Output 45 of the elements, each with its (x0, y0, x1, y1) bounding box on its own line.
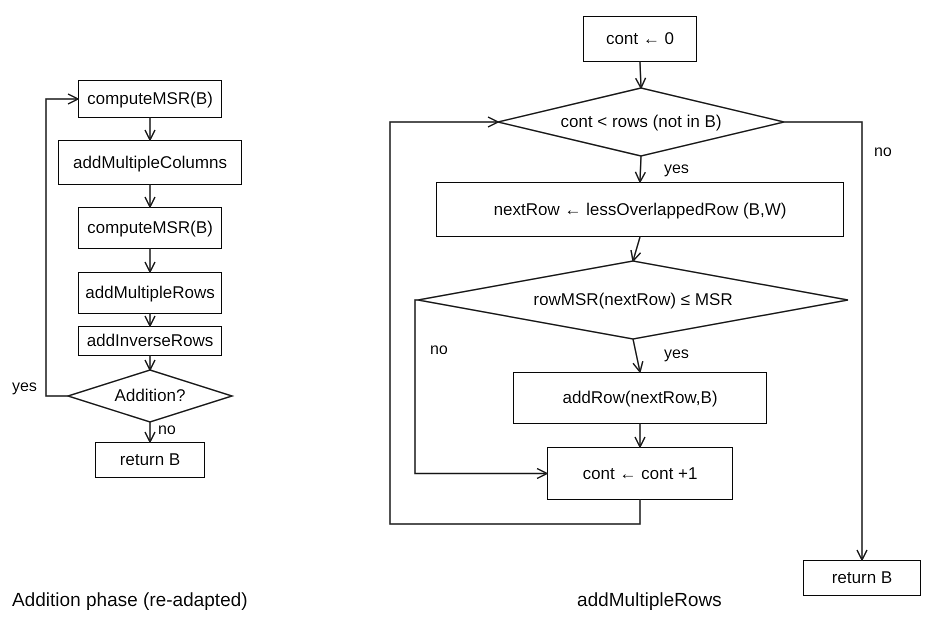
arrow (144, 118, 156, 141)
process-box (547, 447, 733, 500)
node-label: return B (120, 450, 180, 470)
node-label: Addition? (114, 386, 186, 406)
decision-diamond (68, 370, 232, 422)
process-box (583, 16, 697, 62)
node-label: addMultipleColumns (72, 152, 228, 172)
arrow (45, 93, 79, 397)
decision-diamond (418, 261, 848, 339)
process-box (95, 442, 205, 478)
process-box (78, 272, 222, 314)
process-box (78, 207, 222, 249)
node-label: cont ← 0 (606, 29, 674, 49)
node-label: addRow(nextRow,B) (562, 388, 718, 408)
diagram-caption: addMultipleRows (577, 590, 722, 612)
arrow (414, 299, 548, 480)
process-box (58, 140, 242, 185)
arrow (634, 62, 646, 89)
node-label: computeMSR(B) (87, 89, 213, 109)
arrow (389, 116, 641, 525)
arrow (144, 422, 156, 443)
arrow (634, 156, 646, 183)
node-label: cont < rows (not in B) (560, 112, 722, 132)
process-box (803, 560, 921, 596)
arrow (632, 338, 644, 373)
arrow (634, 424, 646, 448)
arrow (144, 356, 156, 371)
decision-diamond (498, 88, 784, 156)
arrow (630, 236, 642, 262)
process-box (513, 372, 767, 424)
node-label: addInverseRows (86, 331, 214, 351)
node-label: cont ← cont +1 (582, 464, 698, 484)
diagram-caption: Addition phase (re-adapted) (12, 590, 248, 612)
node-label: computeMSR(B) (87, 218, 213, 238)
node-label: addMultipleRows (85, 283, 215, 303)
node-label: rowMSR(nextRow) ≤ MSR (533, 290, 733, 310)
process-box (78, 80, 222, 118)
process-box (436, 182, 844, 237)
node-label: nextRow ← lessOverlappedRow (B,W) (494, 200, 786, 220)
arrow (144, 249, 156, 273)
arrow (144, 314, 156, 327)
node-label: return B (832, 568, 892, 588)
process-box (78, 326, 222, 356)
arrow (144, 185, 156, 208)
arrow (784, 121, 868, 561)
